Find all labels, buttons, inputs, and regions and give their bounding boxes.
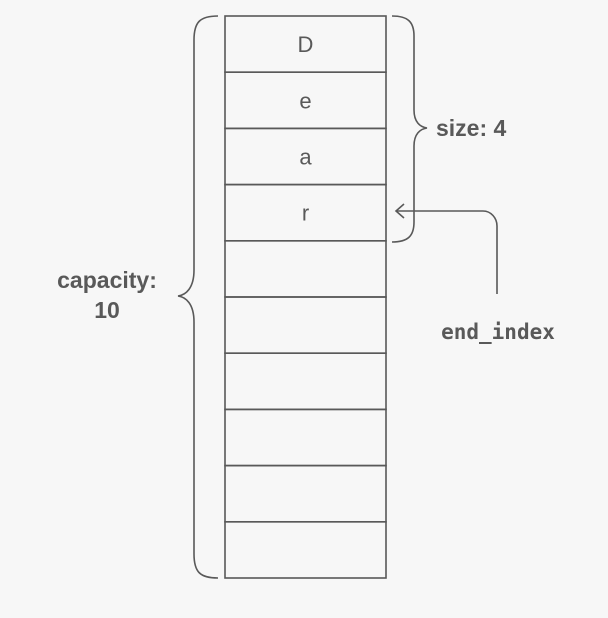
array-cell-value: r	[302, 201, 309, 226]
array-cell-box	[224, 520, 387, 579]
array-cell-box	[224, 240, 387, 298]
size-brace	[391, 15, 428, 243]
array-cell	[224, 464, 387, 523]
end-index-label: end_index	[441, 320, 555, 344]
array-cell	[224, 296, 387, 355]
array-cell-value: a	[299, 145, 312, 170]
array-cell	[224, 352, 387, 411]
array-cell	[224, 408, 387, 467]
array-cell-value: e	[299, 88, 311, 113]
end-index-arrow-line	[397, 210, 498, 294]
array-cell-box	[224, 408, 387, 467]
size-label: size: 4	[436, 115, 507, 141]
array-cell	[224, 520, 387, 579]
array-cell-box	[224, 296, 387, 355]
array-cell: r	[224, 183, 387, 242]
array-cell: e	[224, 71, 387, 130]
array-cell-box	[224, 352, 387, 411]
array-cell	[224, 240, 387, 298]
array-cell-box	[224, 464, 387, 523]
array-cell: D	[224, 15, 387, 74]
array-cells: De a r	[224, 15, 387, 579]
capacity-label-line2: 10	[94, 297, 120, 323]
array-cell: a	[224, 127, 387, 186]
capacity-brace	[177, 15, 219, 579]
array-cell-value: D	[298, 32, 314, 57]
capacity-label-line1: capacity:	[57, 267, 157, 293]
end-index-arrowhead	[394, 203, 405, 219]
